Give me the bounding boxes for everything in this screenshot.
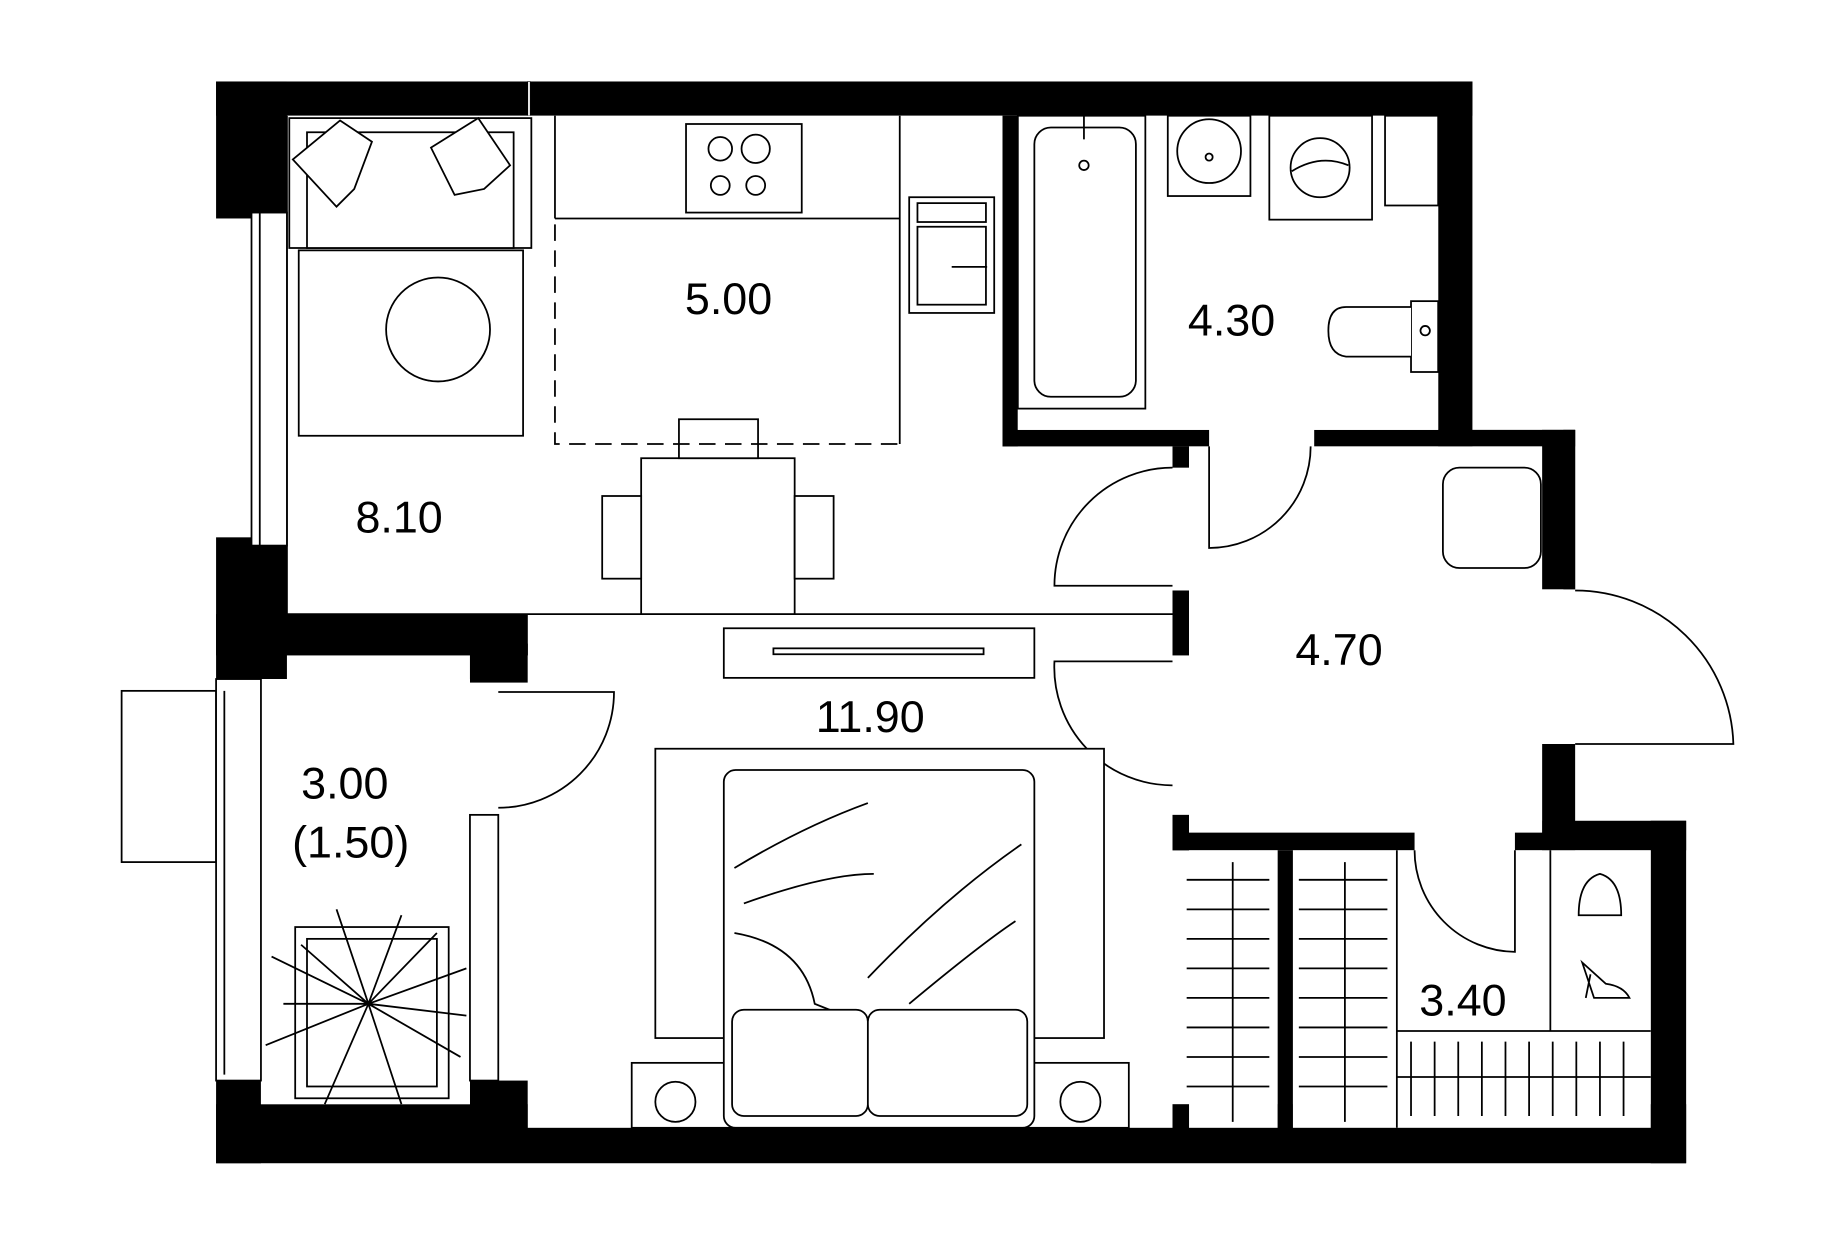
sofa [288,116,533,249]
window-balcony [120,678,500,1082]
area-living: 8.10 [355,492,442,543]
window-living [250,211,288,547]
area-bathroom: 4.30 [1188,294,1275,345]
area-balcony: 3.00 [301,757,388,808]
area-wardrobe: 3.40 [1419,975,1506,1026]
area-hall: 4.70 [1295,624,1382,675]
area-kitchen: 5.00 [685,273,772,324]
area-bedroom: 11.90 [816,691,925,742]
bathtub [1016,114,1147,410]
doors [498,446,1735,953]
coffee-table [385,276,491,383]
shoe-icon [1580,959,1631,999]
bed [630,747,1130,1129]
wardrobe-units [1186,850,1651,1128]
walls [216,81,1687,1164]
bag-icon [1577,872,1623,917]
toilet [1327,300,1440,373]
area-balcony-reduced: (1.50) [292,816,409,867]
washing-machine [1268,114,1440,221]
plant [265,909,467,1105]
sink [1166,114,1252,197]
dining-table [601,418,835,615]
storage-unit [1442,466,1542,569]
kitchen-counter [554,115,996,445]
